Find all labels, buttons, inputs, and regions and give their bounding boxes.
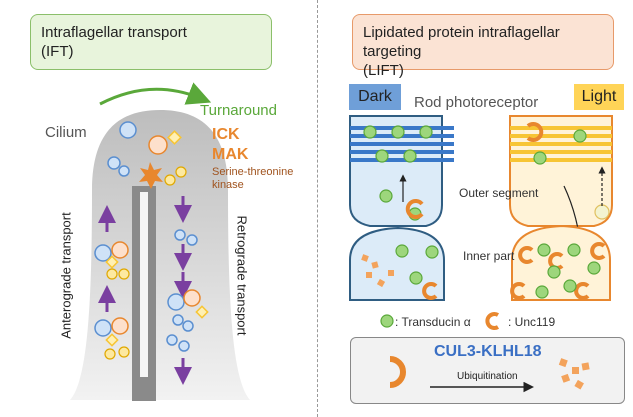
- ift-title-line2: (IFT): [41, 43, 74, 60]
- anterograde-train: [94, 241, 130, 360]
- unc119-large-icon: [389, 356, 406, 388]
- light-inner-content: [510, 242, 606, 300]
- ift-particle: [119, 121, 137, 139]
- legend-transducin-icon: [380, 314, 394, 328]
- lift-title-box: Lipidated protein intraflagellar targeti…: [352, 14, 614, 79]
- ift-particle: [118, 165, 130, 177]
- anterograde-label: Anterograde transport: [58, 212, 74, 339]
- light-inner-part: [511, 224, 611, 301]
- unc119-icon: [405, 199, 424, 219]
- light-tag: Light: [574, 84, 624, 110]
- kinase-label: Serine-threonine kinase: [212, 166, 293, 192]
- outer-segment-label: Outer segment: [459, 186, 539, 200]
- legend-unc119-label: : Unc119: [508, 315, 556, 329]
- rod-label: Rod photoreceptor: [414, 94, 539, 111]
- light-discs: [510, 126, 612, 162]
- degraded-fragments: [558, 358, 590, 390]
- axoneme-core: [140, 192, 148, 377]
- ift-diagram: [70, 82, 250, 401]
- ift-particle: [164, 174, 176, 186]
- transducin-icon: [533, 151, 547, 165]
- ift-title-line1: Intraflagellar transport: [41, 24, 187, 41]
- lift-title: Lipidated protein intraflagellar targeti…: [353, 15, 613, 80]
- ift-particle: [175, 166, 187, 178]
- ift-particle: [167, 130, 182, 145]
- ift-title: Intraflagellar transport (IFT): [31, 15, 271, 61]
- dark-tag: Dark: [349, 84, 401, 110]
- panel-divider: [317, 0, 318, 417]
- cul3-box: [350, 337, 625, 404]
- turnaround-label: Turnaround: [200, 102, 277, 119]
- cul3-label: CUL3-KLHL18: [434, 343, 542, 360]
- lift-title-line2: (LIFT): [363, 62, 404, 79]
- ift-title-box: Intraflagellar transport (IFT): [30, 14, 272, 70]
- dark-inner-content: [361, 244, 439, 300]
- ick-label: ICK: [212, 126, 240, 143]
- retrograde-train: [166, 229, 209, 352]
- cul3-diagram: [389, 356, 590, 393]
- transducin-icon: [573, 129, 587, 143]
- mak-label: MAK: [212, 146, 249, 163]
- inner-part-label: Inner part: [463, 249, 515, 263]
- legend-transducin-label: : Transducin α: [395, 315, 471, 329]
- kinase-label-line1: Serine-threonine: [212, 166, 294, 178]
- cilium-label: Cilium: [45, 124, 87, 141]
- kinase-label-line2: kinase: [212, 179, 244, 191]
- retrograde-label: Retrograde transport: [234, 215, 250, 336]
- kinase-star-icon: [139, 162, 163, 189]
- ift-particle: [107, 156, 121, 170]
- lift-diagram: [349, 115, 613, 330]
- ubiquitination-label: Ubiquitination: [457, 371, 518, 382]
- lift-title-line1: Lipidated protein intraflagellar targeti…: [363, 24, 560, 60]
- legend-unc119-icon: [485, 312, 500, 330]
- turnaround-arrow: [99, 82, 212, 106]
- ift-particle: [148, 135, 168, 155]
- unc119-icon: [526, 122, 544, 142]
- dark-inner-part: [349, 226, 445, 301]
- transducin-faded-icon: [594, 204, 610, 220]
